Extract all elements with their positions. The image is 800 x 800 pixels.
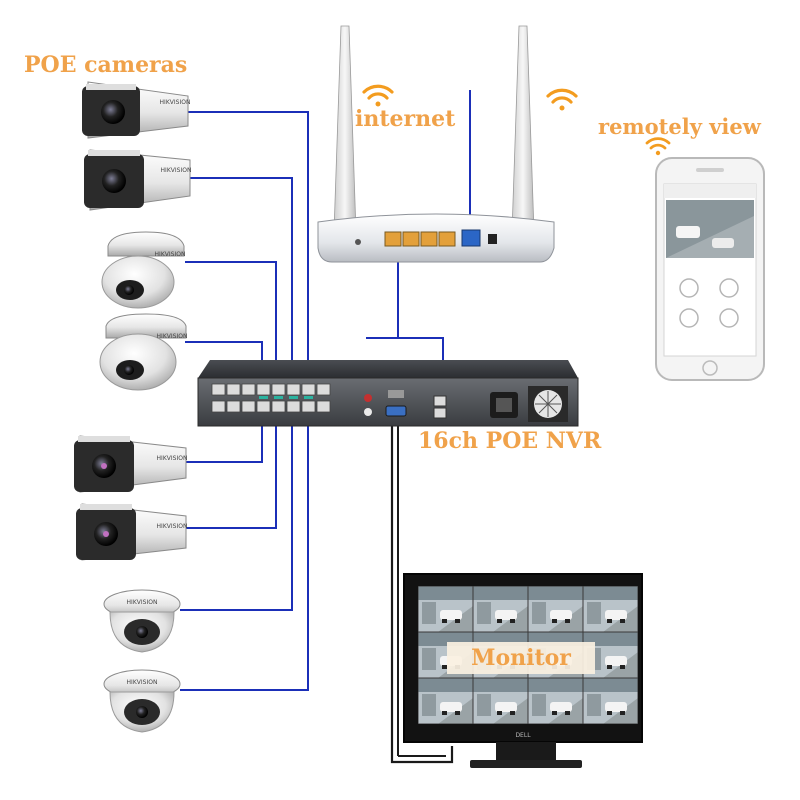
router-antenna-left <box>333 25 357 233</box>
bullet-camera-icon: HIKVISION <box>84 149 192 211</box>
wifi-icon <box>362 84 394 107</box>
poe-cameras-label: POE cameras <box>24 52 188 78</box>
nvr-recorder <box>197 360 579 427</box>
wifi-icon <box>546 88 578 111</box>
cable-camera-8 <box>180 414 309 691</box>
svg-text:HIKVISION: HIKVISION <box>127 599 158 606</box>
router <box>317 25 555 263</box>
nvr-fan <box>528 386 568 422</box>
bullet-camera-icon: HIKVISION <box>76 503 188 561</box>
svg-text:HIKVISION: HIKVISION <box>155 251 186 258</box>
nvr-poe-ports <box>211 383 331 413</box>
dome-camera-icon: HIKVISION <box>103 589 181 653</box>
dome-camera-icon: HIKVISION <box>101 231 186 309</box>
svg-text:HIKVISION: HIKVISION <box>157 523 188 530</box>
camera-cables <box>180 90 471 691</box>
dome-camera-icon: HIKVISION <box>103 669 181 733</box>
svg-text:HIKVISION: HIKVISION <box>160 99 191 106</box>
bullet-camera-icon: HIKVISION <box>74 435 188 493</box>
router-wan-port <box>461 229 481 247</box>
svg-text:HIKVISION: HIKVISION <box>157 455 188 462</box>
router-lan-ports <box>384 231 456 247</box>
cable-camera-3 <box>185 261 277 396</box>
svg-text:HIKVISION: HIKVISION <box>161 167 192 174</box>
nvr-label: 16ch POE NVR <box>418 428 602 454</box>
wifi-icon <box>645 137 671 156</box>
internet-label: internet <box>355 106 456 132</box>
svg-text:HIKVISION: HIKVISION <box>127 679 158 686</box>
cable-camera-2 <box>190 177 293 396</box>
svg-text:HIKVISION: HIKVISION <box>157 333 188 340</box>
cable-camera-7 <box>180 414 293 611</box>
smartphone-icon <box>655 157 765 381</box>
dome-camera-icon: HIKVISION <box>99 313 188 391</box>
cable-nvr-monitor <box>390 414 454 764</box>
remotely-view-label: remotely view <box>598 114 761 139</box>
router-antenna-right <box>511 25 535 233</box>
cable-camera-5 <box>185 414 263 463</box>
cable-camera-6 <box>185 414 277 529</box>
bullet-camera-icon: HIKVISION <box>82 81 191 139</box>
svg-text:DELL: DELL <box>515 732 531 739</box>
monitor-label: Monitor <box>447 642 595 674</box>
nvr-vga-port <box>385 405 407 417</box>
cable-camera-1 <box>188 111 309 396</box>
